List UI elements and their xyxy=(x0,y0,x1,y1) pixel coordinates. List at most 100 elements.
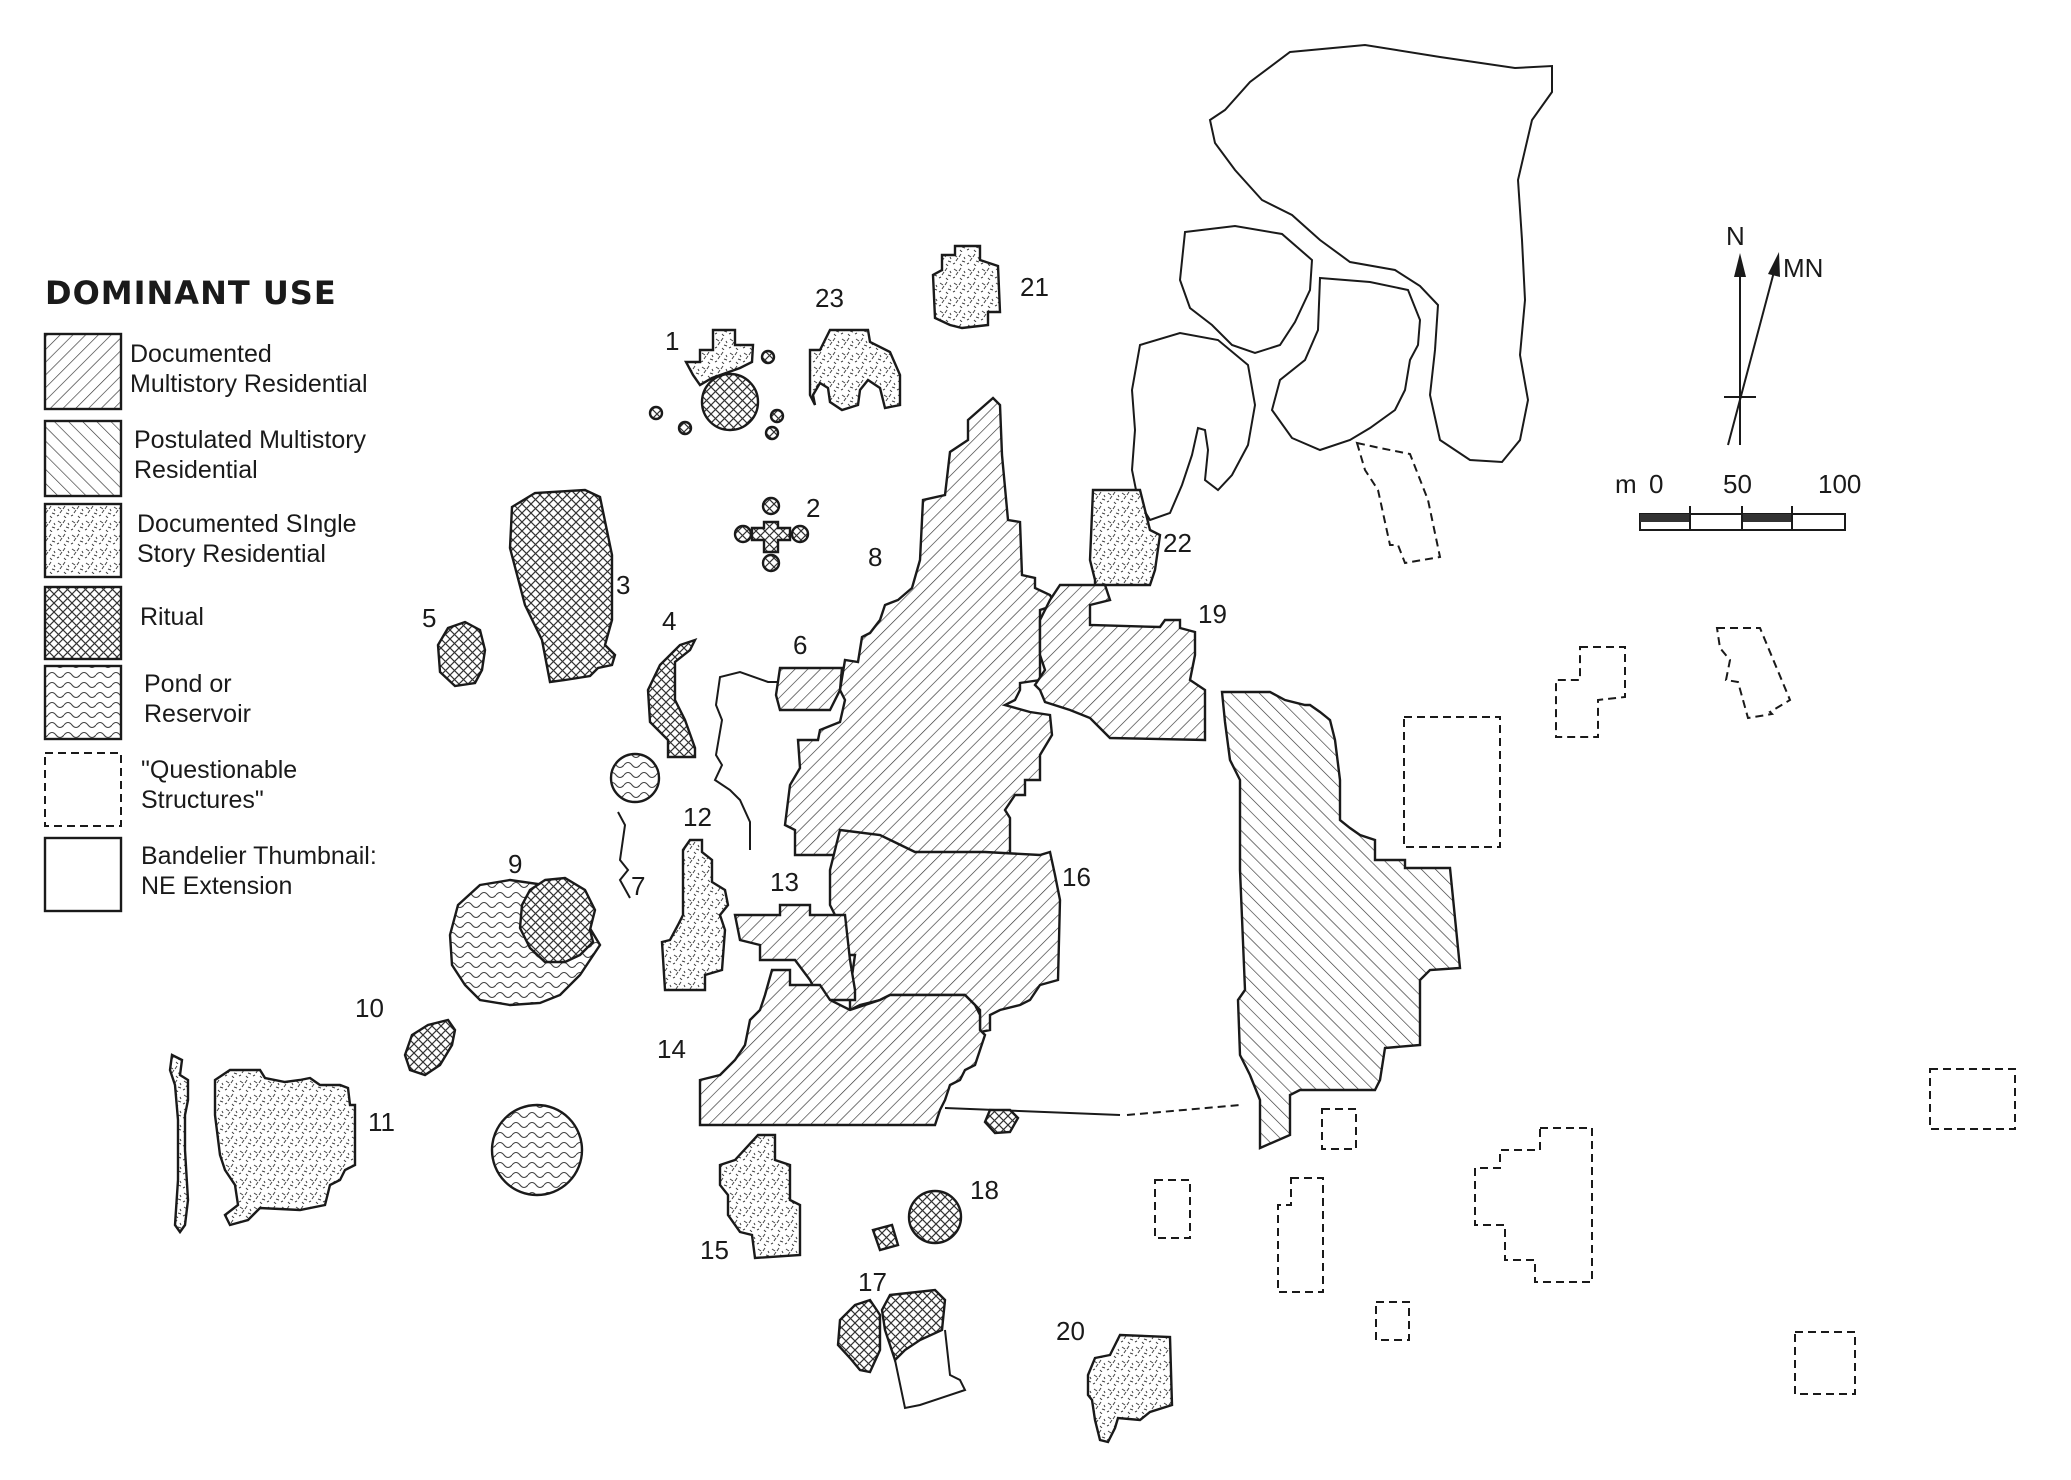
feature-7 xyxy=(617,811,631,899)
legend-label-line2: Story Residential xyxy=(137,540,326,568)
feature-label: 9 xyxy=(508,849,522,879)
feature-16 xyxy=(828,828,1062,1034)
pond-large xyxy=(490,1103,584,1197)
questionable-structure xyxy=(1403,716,1501,848)
feature-label: 8 xyxy=(868,542,882,572)
feature-12 xyxy=(660,838,730,992)
feature-17-outline xyxy=(894,1329,967,1410)
magnetic-north-arrowhead-icon xyxy=(1768,252,1780,277)
legend-label-line2: Reservoir xyxy=(144,700,251,728)
legend-label-line1: Pond or xyxy=(144,670,232,698)
feature-15 xyxy=(718,1133,802,1260)
feature-label: 17 xyxy=(858,1267,887,1297)
feature-label: 15 xyxy=(700,1235,729,1265)
legend-label-line1: "Questionable xyxy=(141,756,297,784)
feature-label: 19 xyxy=(1198,599,1227,629)
feature-label: 7 xyxy=(631,871,645,901)
questionable-structure xyxy=(1929,1068,2016,1130)
feature-1-kiva xyxy=(700,372,760,432)
ne-extension-outline xyxy=(1130,331,1257,522)
questionable-structure xyxy=(1321,1108,1357,1150)
questionable-structure xyxy=(1715,627,1792,720)
feature-label: 13 xyxy=(770,867,799,897)
feature-label: 22 xyxy=(1163,528,1192,558)
feature-1-kiva xyxy=(769,408,785,424)
feature-label: 18 xyxy=(970,1175,999,1205)
legend-item-pond: Pond or Reservoir xyxy=(43,664,251,741)
feature-17-west xyxy=(836,1298,882,1374)
legend-swatch-documented-multistory xyxy=(43,332,123,411)
legend-swatch-questionable xyxy=(44,752,122,827)
feature-19 xyxy=(1033,583,1207,742)
feature-5 xyxy=(436,620,487,688)
feature-label: 5 xyxy=(422,603,436,633)
legend-item-postulated-multistory: Postulated Multistory Residential xyxy=(43,419,367,498)
legend-label-line1: Postulated Multistory xyxy=(134,426,367,454)
legend-label-line1: Bandelier Thumbnail: xyxy=(141,842,377,870)
magnetic-north-line xyxy=(1727,267,1776,446)
questionable-structure xyxy=(1375,1301,1410,1341)
legend-swatch-bandelier xyxy=(43,836,123,913)
questionable-structure xyxy=(1277,1177,1324,1293)
plaza-wall xyxy=(713,670,804,850)
legend: DOMINANT USE Documented Multistory Resid… xyxy=(43,274,377,913)
feature-18-annex xyxy=(871,1223,900,1252)
feature-label: 11 xyxy=(368,1107,395,1137)
ne-extension-outline xyxy=(1178,224,1314,355)
true-north-label: N xyxy=(1726,221,1745,251)
feature-label: 23 xyxy=(815,283,844,313)
bandelier-ne-extension xyxy=(1130,43,1553,565)
feature-3 xyxy=(508,488,617,684)
feature-4 xyxy=(646,637,698,759)
feature-label: 21 xyxy=(1020,272,1049,302)
feature-11-wall xyxy=(168,1053,190,1235)
questionable-structure xyxy=(1555,646,1626,738)
feature-label: 4 xyxy=(662,606,676,636)
feature-20 xyxy=(1086,1333,1174,1444)
feature-22 xyxy=(1088,488,1162,587)
feature-2 xyxy=(733,496,810,573)
feature-8 xyxy=(783,396,1057,857)
legend-item-bandelier: Bandelier Thumbnail: NE Extension xyxy=(43,836,377,913)
questionable-structure-outline xyxy=(1355,441,1442,565)
feature-18 xyxy=(907,1189,963,1245)
magnetic-north-label: MN xyxy=(1783,253,1823,283)
legend-label-line2: Structures" xyxy=(141,786,264,814)
feature-label: 10 xyxy=(355,993,384,1023)
legend-swatch-ritual xyxy=(43,585,123,661)
feature-label: 16 xyxy=(1062,862,1091,892)
feature-17-east xyxy=(880,1288,947,1363)
questionable-structure xyxy=(1154,1179,1191,1239)
scale-segment-dark xyxy=(1742,514,1792,522)
feature-1-kiva xyxy=(764,425,780,441)
legend-label-line2: Residential xyxy=(134,456,258,484)
legend-label-line2: NE Extension xyxy=(141,872,292,900)
scale-unit: m xyxy=(1615,469,1637,499)
feature-21 xyxy=(931,244,1002,330)
feature-1 xyxy=(683,328,755,387)
legend-swatch-pond xyxy=(43,664,123,741)
feature-label: 6 xyxy=(793,630,807,660)
feature-1-kiva xyxy=(760,349,776,365)
questionable-structures xyxy=(1154,627,2016,1395)
legend-label-line1: Documented SIngle xyxy=(137,510,357,538)
questionable-structure xyxy=(1794,1331,1856,1395)
small-ritual-structure xyxy=(983,1108,1020,1135)
scale-bar: m 0 50 100 xyxy=(1615,469,1861,531)
feature-11 xyxy=(213,1068,357,1227)
legend-title: DOMINANT USE xyxy=(45,274,337,312)
connecting-wall xyxy=(944,1107,1121,1116)
feature-label: 1 xyxy=(665,326,679,356)
feature-6 xyxy=(774,666,844,712)
legend-swatch-postulated-multistory xyxy=(43,419,123,498)
ne-extension-outline xyxy=(1208,43,1553,464)
north-arrow: N MN xyxy=(1724,221,1823,446)
pond-small xyxy=(609,752,661,804)
feature-label: 3 xyxy=(616,570,630,600)
legend-label-line1: Documented xyxy=(130,340,272,368)
feature-1-kiva xyxy=(648,405,664,421)
ne-extension-outline xyxy=(1270,276,1422,452)
questionable-structure xyxy=(1474,1127,1593,1283)
scale-tick-label: 100 xyxy=(1818,469,1861,499)
